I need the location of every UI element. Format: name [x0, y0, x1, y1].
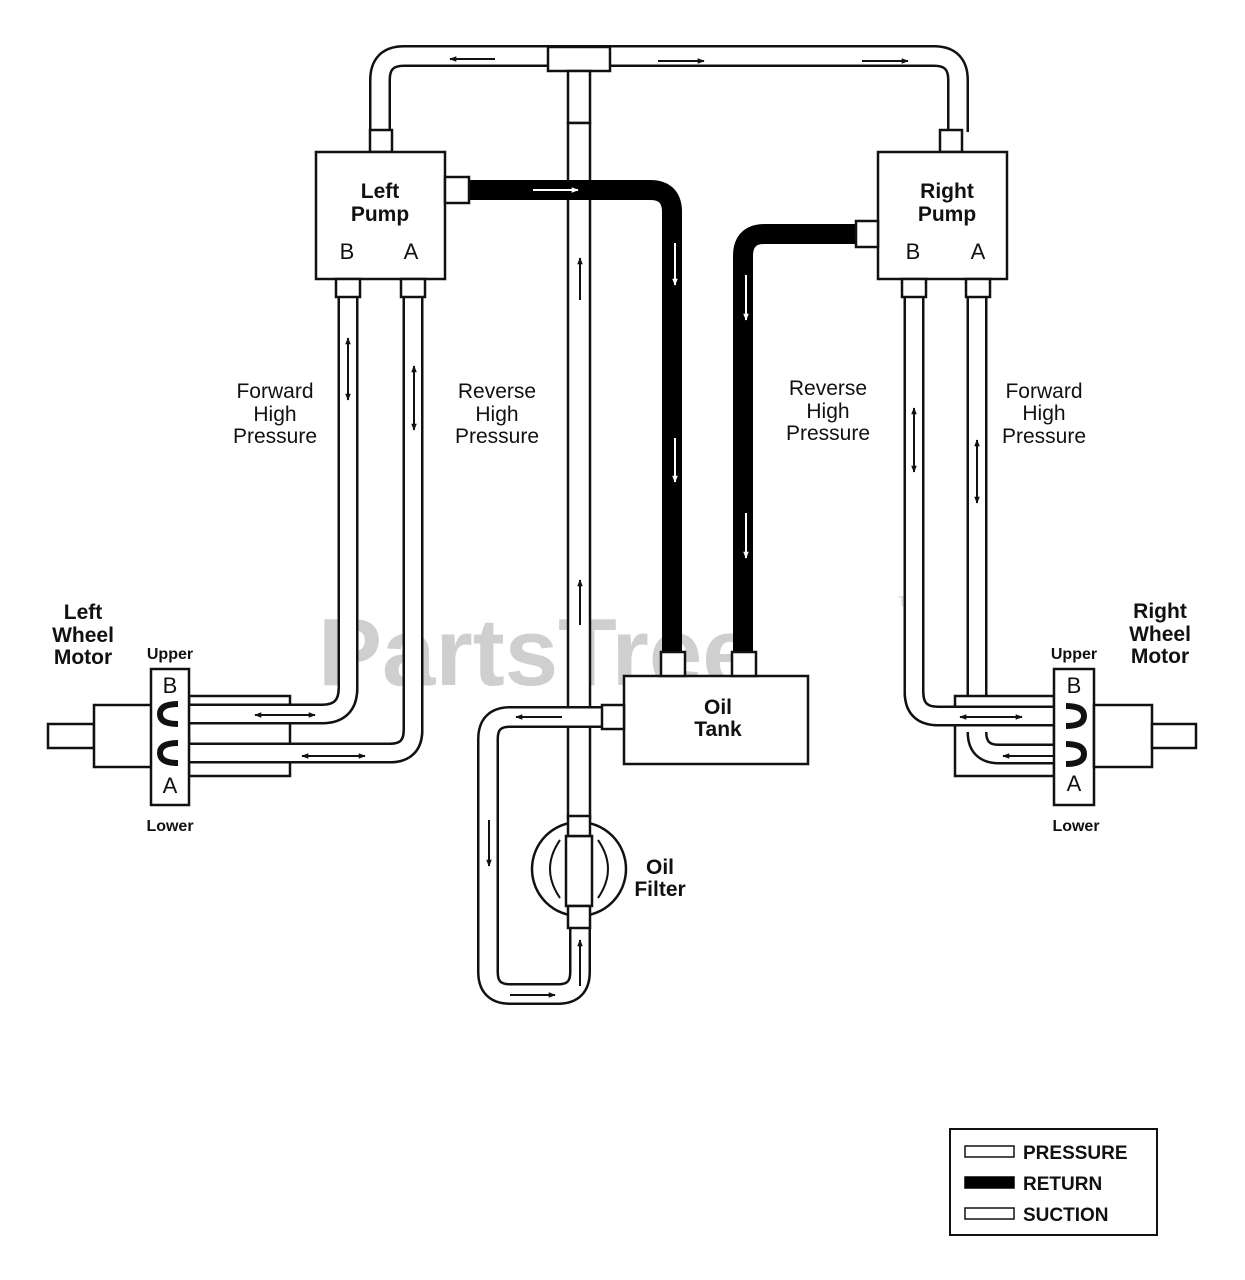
right-pump-title-1: Right [920, 180, 974, 203]
svg-text:Pressure: Pressure [233, 425, 317, 448]
oil-tank-title-2: Tank [694, 718, 742, 741]
right-motor-port-a: A [1067, 771, 1082, 796]
right-pump-return-port [854, 219, 880, 249]
svg-text:Forward: Forward [236, 380, 313, 403]
oil-tank: Oil Tank [600, 650, 810, 766]
left-pump-port-a: A [404, 239, 419, 264]
right-pump-title-2: Pump [918, 203, 976, 226]
left-motor-upper: Upper [147, 646, 193, 663]
left-pump-port-b-fitting [334, 277, 362, 299]
svg-text:Pressure: Pressure [455, 425, 539, 448]
svg-text:High: High [806, 400, 849, 423]
central-suction-line [566, 121, 592, 820]
left-motor-shaft [46, 722, 96, 750]
oil-tank-return-fitting-1 [659, 650, 687, 678]
legend-pressure-label: PRESSURE [1023, 1143, 1128, 1164]
tank-to-filter-suction [477, 706, 604, 1005]
right-pump-port-a: A [971, 239, 986, 264]
svg-text:Reverse: Reverse [458, 380, 536, 403]
legend-swatch-return [964, 1176, 1015, 1189]
right-wheel-motor: B A Upper Lower Right Wheel Motor [903, 600, 1198, 835]
left-pump-return-port [443, 175, 471, 205]
top-suction-line [369, 45, 969, 132]
left-wheel-motor: B A Upper Lower Left Wheel Motor [46, 601, 424, 835]
label-left-forward: Forward High Pressure [233, 380, 317, 448]
right-motor-upper: Upper [1051, 646, 1097, 663]
tee-stem [566, 69, 592, 125]
right-pump-port-b-fitting [900, 277, 928, 299]
oil-filter: Oil Filter [530, 814, 686, 930]
right-motor-title-2: Wheel [1129, 623, 1191, 646]
svg-text:High: High [1022, 402, 1065, 425]
oil-tank-title-1: Oil [704, 696, 732, 719]
right-motor-title-1: Right [1133, 600, 1187, 623]
left-motor-title-3: Motor [54, 646, 112, 669]
svg-text:Pressure: Pressure [1002, 425, 1086, 448]
svg-text:High: High [253, 403, 296, 426]
oil-tank-outlet-fitting [600, 703, 626, 731]
legend-return-label: RETURN [1023, 1174, 1102, 1195]
oil-tank-return-fitting-2 [730, 650, 758, 678]
return-lines [468, 180, 858, 656]
right-motor-port-b: B [1067, 673, 1082, 698]
oil-filter-title-2: Filter [634, 878, 685, 901]
left-motor-title-2: Wheel [52, 624, 114, 647]
left-pump: Left Pump B A [314, 150, 471, 299]
legend-suction-label: SUCTION [1023, 1205, 1109, 1226]
tee-fitting [546, 45, 612, 73]
right-motor-shaft [1150, 722, 1198, 750]
right-pump-port-b: B [906, 239, 921, 264]
left-motor-lower: Lower [146, 818, 193, 835]
right-pump: Right Pump B A [854, 150, 1009, 299]
legend-swatch-suction [964, 1207, 1015, 1220]
label-left-reverse: Reverse High Pressure [455, 380, 539, 448]
right-motor-title-3: Motor [1131, 645, 1189, 668]
svg-text:Reverse: Reverse [789, 377, 867, 400]
left-pump-title-2: Pump [351, 203, 409, 226]
left-pump-port-a-fitting [399, 277, 427, 299]
left-pump-port-b: B [340, 239, 355, 264]
left-motor-port-a: A [163, 773, 178, 798]
svg-text:Pressure: Pressure [786, 422, 870, 445]
label-right-reverse: Reverse High Pressure [786, 377, 870, 445]
label-right-forward: Forward High Pressure [1002, 380, 1086, 448]
legend-swatch-pressure [964, 1145, 1015, 1158]
right-pump-port-a-fitting [964, 277, 992, 299]
left-motor-port-b: B [163, 673, 178, 698]
right-motor-lower: Lower [1052, 818, 1099, 835]
left-pump-title-1: Left [361, 180, 400, 203]
svg-text:Forward: Forward [1005, 380, 1082, 403]
svg-text:High: High [475, 403, 518, 426]
left-motor-title-1: Left [64, 601, 103, 624]
legend: PRESSURE RETURN SUCTION [949, 1128, 1158, 1236]
oil-filter-title-1: Oil [646, 856, 674, 879]
